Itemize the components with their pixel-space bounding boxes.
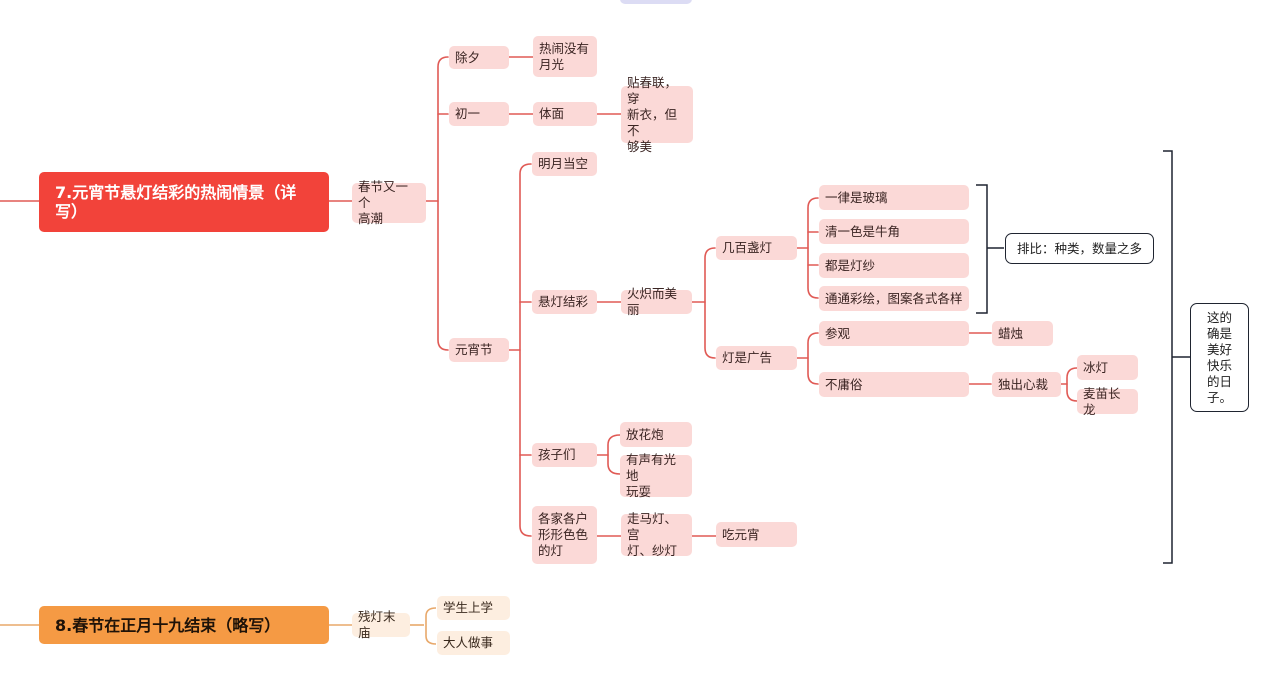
node-huochi-er-meili[interactable]: 火炽而美丽 (621, 286, 692, 317)
lamp-type-item[interactable]: 一律是玻璃 (819, 185, 969, 210)
node-youshen-youguang[interactable]: 有声有光地 玩耍 (620, 452, 692, 499)
node-xuandeng-jiecai[interactable]: 悬灯结彩 (532, 290, 597, 314)
node-tie-chunlian[interactable]: 贴春联，穿 新衣，但不 够美 (621, 75, 693, 154)
lamp-type-item[interactable]: 清一色是牛角 (819, 219, 969, 244)
connector (807, 197, 819, 299)
node-lazhu[interactable]: 蜡烛 (992, 321, 1053, 346)
node-haizimen[interactable]: 孩子们 (532, 443, 597, 467)
lamp-type-item[interactable]: 都是灯纱 (819, 253, 969, 278)
connector (807, 332, 819, 385)
node-canguan[interactable]: 参观 (819, 321, 969, 346)
node-xuesheng-shangxue[interactable]: 学生上学 (437, 596, 510, 620)
node-bingdeng[interactable]: 冰灯 (1077, 355, 1138, 380)
node-jibai-zhan-deng[interactable]: 几百盏灯 (716, 236, 797, 260)
offscreen-topic-stub[interactable] (620, 0, 692, 4)
node-chuyi[interactable]: 初一 (449, 102, 509, 126)
branch-8-topic[interactable]: 8.春节在正月十九结束（略写） (39, 606, 329, 644)
bracket-summary (1163, 150, 1173, 564)
node-daren-zuoshi[interactable]: 大人做事 (437, 631, 510, 655)
connector (425, 607, 437, 645)
node-mingyue-dangkong[interactable]: 明月当空 (532, 152, 597, 176)
lamp-type-item[interactable]: 通通彩绘，图案各式各样 (819, 286, 969, 311)
node-gejia-gehu[interactable]: 各家各户 形形色色 的灯 (532, 506, 597, 564)
note-paibi[interactable]: 排比：种类，数量之多 (1005, 233, 1154, 264)
node-zoumadeng[interactable]: 走马灯、宫 灯、纱灯 (621, 511, 692, 558)
node-candeng-momiao[interactable]: 残灯末庙 (352, 609, 410, 640)
connector (1066, 367, 1078, 402)
node-maimiao-changlong[interactable]: 麦苗长龙 (1077, 386, 1138, 417)
note-summary[interactable]: 这的 确是 美好 快乐 的日 子。 (1190, 303, 1249, 412)
connector (437, 56, 449, 351)
node-yuanxiaojie[interactable]: 元宵节 (449, 338, 509, 362)
bracket-summary (976, 184, 988, 314)
node-deng-shi-guanggao[interactable]: 灯是广告 (716, 346, 797, 370)
branch-7-topic[interactable]: 7.元宵节悬灯结彩的热闹情景（详写） (39, 172, 329, 232)
node-bu-yongsu[interactable]: 不庸俗 (819, 372, 969, 397)
node-renao-meiyou-yueguang[interactable]: 热闹没有 月光 (533, 36, 597, 77)
node-chi-yuanxiao[interactable]: 吃元宵 (716, 522, 797, 547)
node-chunjie-gaochao[interactable]: 春节又一个 高潮 (352, 179, 426, 226)
connector (607, 434, 621, 475)
node-timian[interactable]: 体面 (533, 102, 597, 126)
node-fang-huapao[interactable]: 放花炮 (620, 422, 692, 447)
node-chuxi[interactable]: 除夕 (449, 46, 509, 69)
connector (519, 163, 532, 537)
node-duchu-xincai[interactable]: 独出心裁 (992, 372, 1061, 397)
connector (704, 247, 716, 359)
